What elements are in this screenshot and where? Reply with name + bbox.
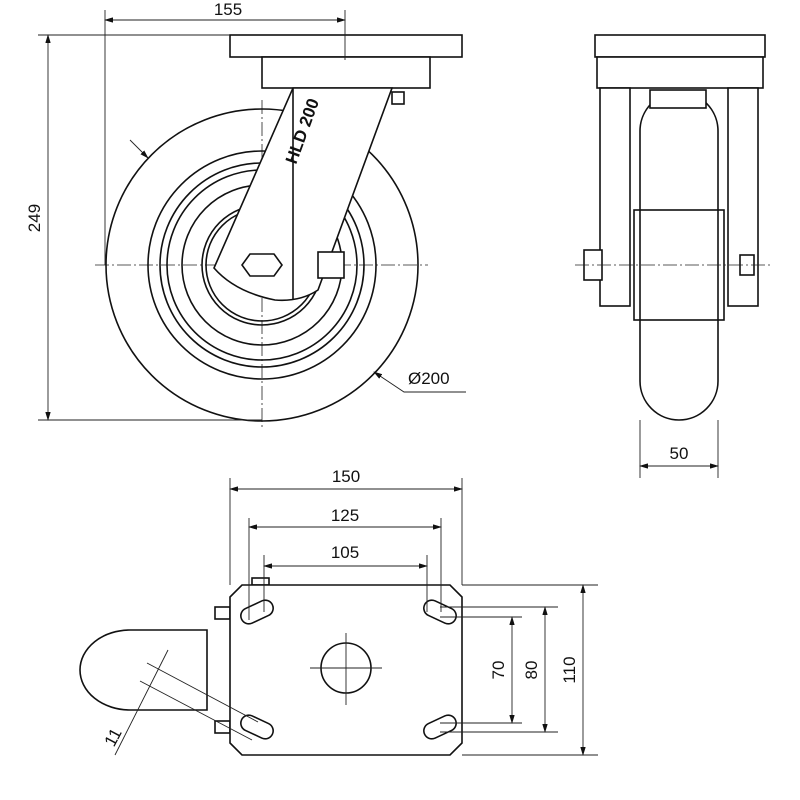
- wheel-tread-inner: [147, 150, 377, 380]
- hole-spacing-inner-label: 105: [331, 543, 359, 562]
- dim-11: [114, 649, 169, 756]
- grease-nipple: [391, 91, 405, 105]
- front-view: 50: [575, 34, 770, 478]
- width-label: 50: [670, 444, 689, 463]
- hole-vertical-outer-label: 80: [522, 661, 541, 680]
- plate-view: 150 125 105 70 80 110 11: [79, 467, 598, 756]
- slot-width-label: 11: [101, 725, 126, 750]
- axle-bracket: [317, 251, 345, 279]
- diameter-label: Ø200: [408, 369, 450, 388]
- king-pin-nut: [649, 89, 707, 109]
- ext-line: [146, 662, 259, 723]
- slot-holes: [240, 599, 457, 740]
- tab: [251, 577, 270, 586]
- dia-arrow: [129, 139, 149, 159]
- offset-label: 155: [214, 0, 242, 19]
- slot-hole: [240, 714, 274, 740]
- side-view: HLD 200 155 249 Ø200: [25, 0, 466, 430]
- top-plate: [229, 34, 463, 58]
- hex-nut-icon: [241, 253, 283, 277]
- front-top-plate: [594, 34, 766, 58]
- swivel-head: [261, 56, 431, 89]
- ext-line: [139, 680, 253, 741]
- front-swivel-head: [596, 56, 764, 89]
- slot-hole: [423, 599, 457, 625]
- fork: [213, 87, 394, 302]
- plate-height-label: 110: [560, 656, 579, 683]
- height-label: 249: [25, 204, 44, 232]
- slot-hole: [423, 714, 457, 740]
- front-wheel: [639, 91, 719, 421]
- lug: [214, 606, 231, 620]
- dia-leader: [373, 371, 466, 393]
- plate-width-label: 150: [332, 467, 360, 486]
- hole-spacing-outer-label: 125: [331, 506, 359, 525]
- slot-hole: [240, 599, 274, 625]
- hole-vertical-inner-label: 70: [489, 661, 508, 680]
- wheel-tyre: [105, 108, 419, 422]
- swivel-housing: [79, 629, 208, 711]
- fork-leg-left: [599, 87, 631, 307]
